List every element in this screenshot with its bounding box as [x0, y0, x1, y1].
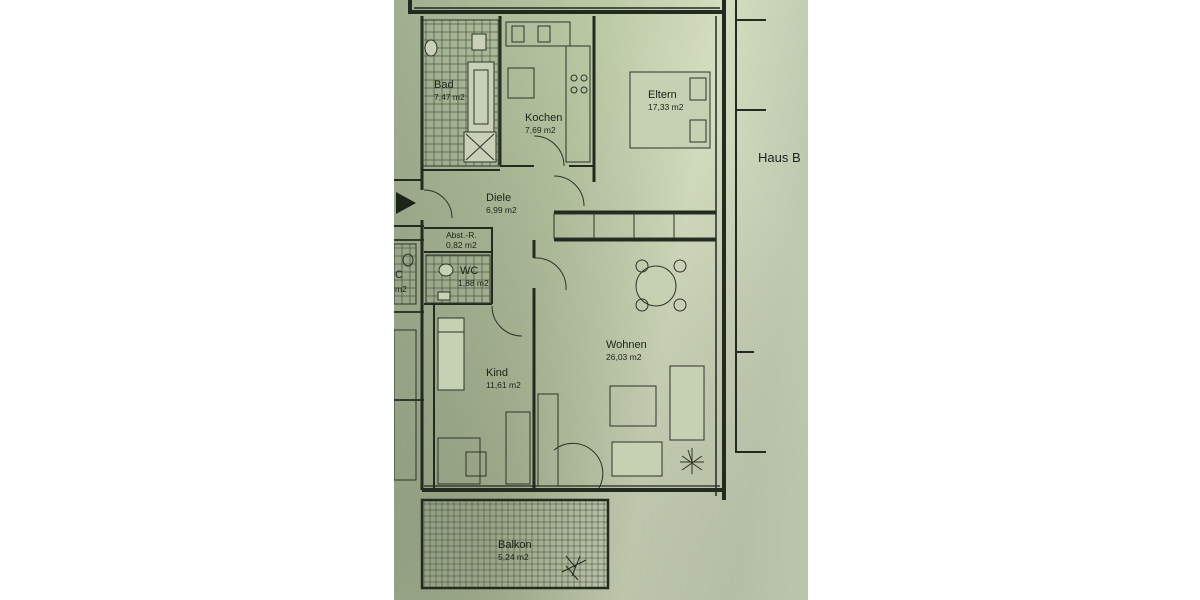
- doors: [423, 135, 604, 489]
- bathroom-fixtures: [421, 19, 501, 167]
- room-name-kochen: Kochen: [525, 112, 562, 124]
- room-area-eltern: 17,33 m2: [648, 102, 684, 112]
- neighbor-label: Haus B: [758, 150, 801, 165]
- room-name-wohnen: Wohnen: [606, 339, 647, 351]
- room-labels: Haus B Bad 7,47 m2 Kochen 7,69 m2 Eltern…: [395, 79, 801, 562]
- balcony: [420, 498, 610, 590]
- room-name-kind: Kind: [486, 367, 508, 379]
- walls: [394, 0, 766, 500]
- room-area-diele: 6,99 m2: [486, 205, 517, 215]
- room-name-diele: Diele: [486, 192, 511, 204]
- room-name-eltern: Eltern: [648, 89, 677, 101]
- neighbor-fixtures: [394, 243, 417, 481]
- room-area-balkon: 5,24 m2: [498, 552, 529, 562]
- floor-plan: Haus B Bad 7,47 m2 Kochen 7,69 m2 Eltern…: [394, 0, 808, 600]
- room-area-kind: 11,61 m2: [486, 380, 521, 390]
- kid-room-furniture: [437, 317, 531, 485]
- living-room-furniture: [537, 259, 705, 487]
- wardrobe: [553, 213, 717, 239]
- room-area-cut-wc: m2: [395, 284, 407, 294]
- entrance-arrow-icon: [396, 192, 416, 214]
- room-area-bad: 7,47 m2: [434, 92, 465, 102]
- bed-double: [629, 71, 711, 149]
- wc-fixtures: [425, 254, 491, 304]
- room-name-wc: WC: [460, 265, 478, 277]
- room-name-bad: Bad: [434, 79, 454, 91]
- room-area-kochen: 7,69 m2: [525, 125, 556, 135]
- room-area-abst: 0,82 m2: [446, 240, 477, 250]
- kitchen-fixtures: [505, 21, 591, 163]
- room-name-cut-wc: C: [395, 269, 403, 281]
- room-area-wohnen: 26,03 m2: [606, 352, 642, 362]
- room-name-abst: Abst.-R.: [446, 230, 477, 240]
- room-area-wc: 1,88 m2: [458, 278, 489, 288]
- room-name-balkon: Balkon: [498, 539, 532, 551]
